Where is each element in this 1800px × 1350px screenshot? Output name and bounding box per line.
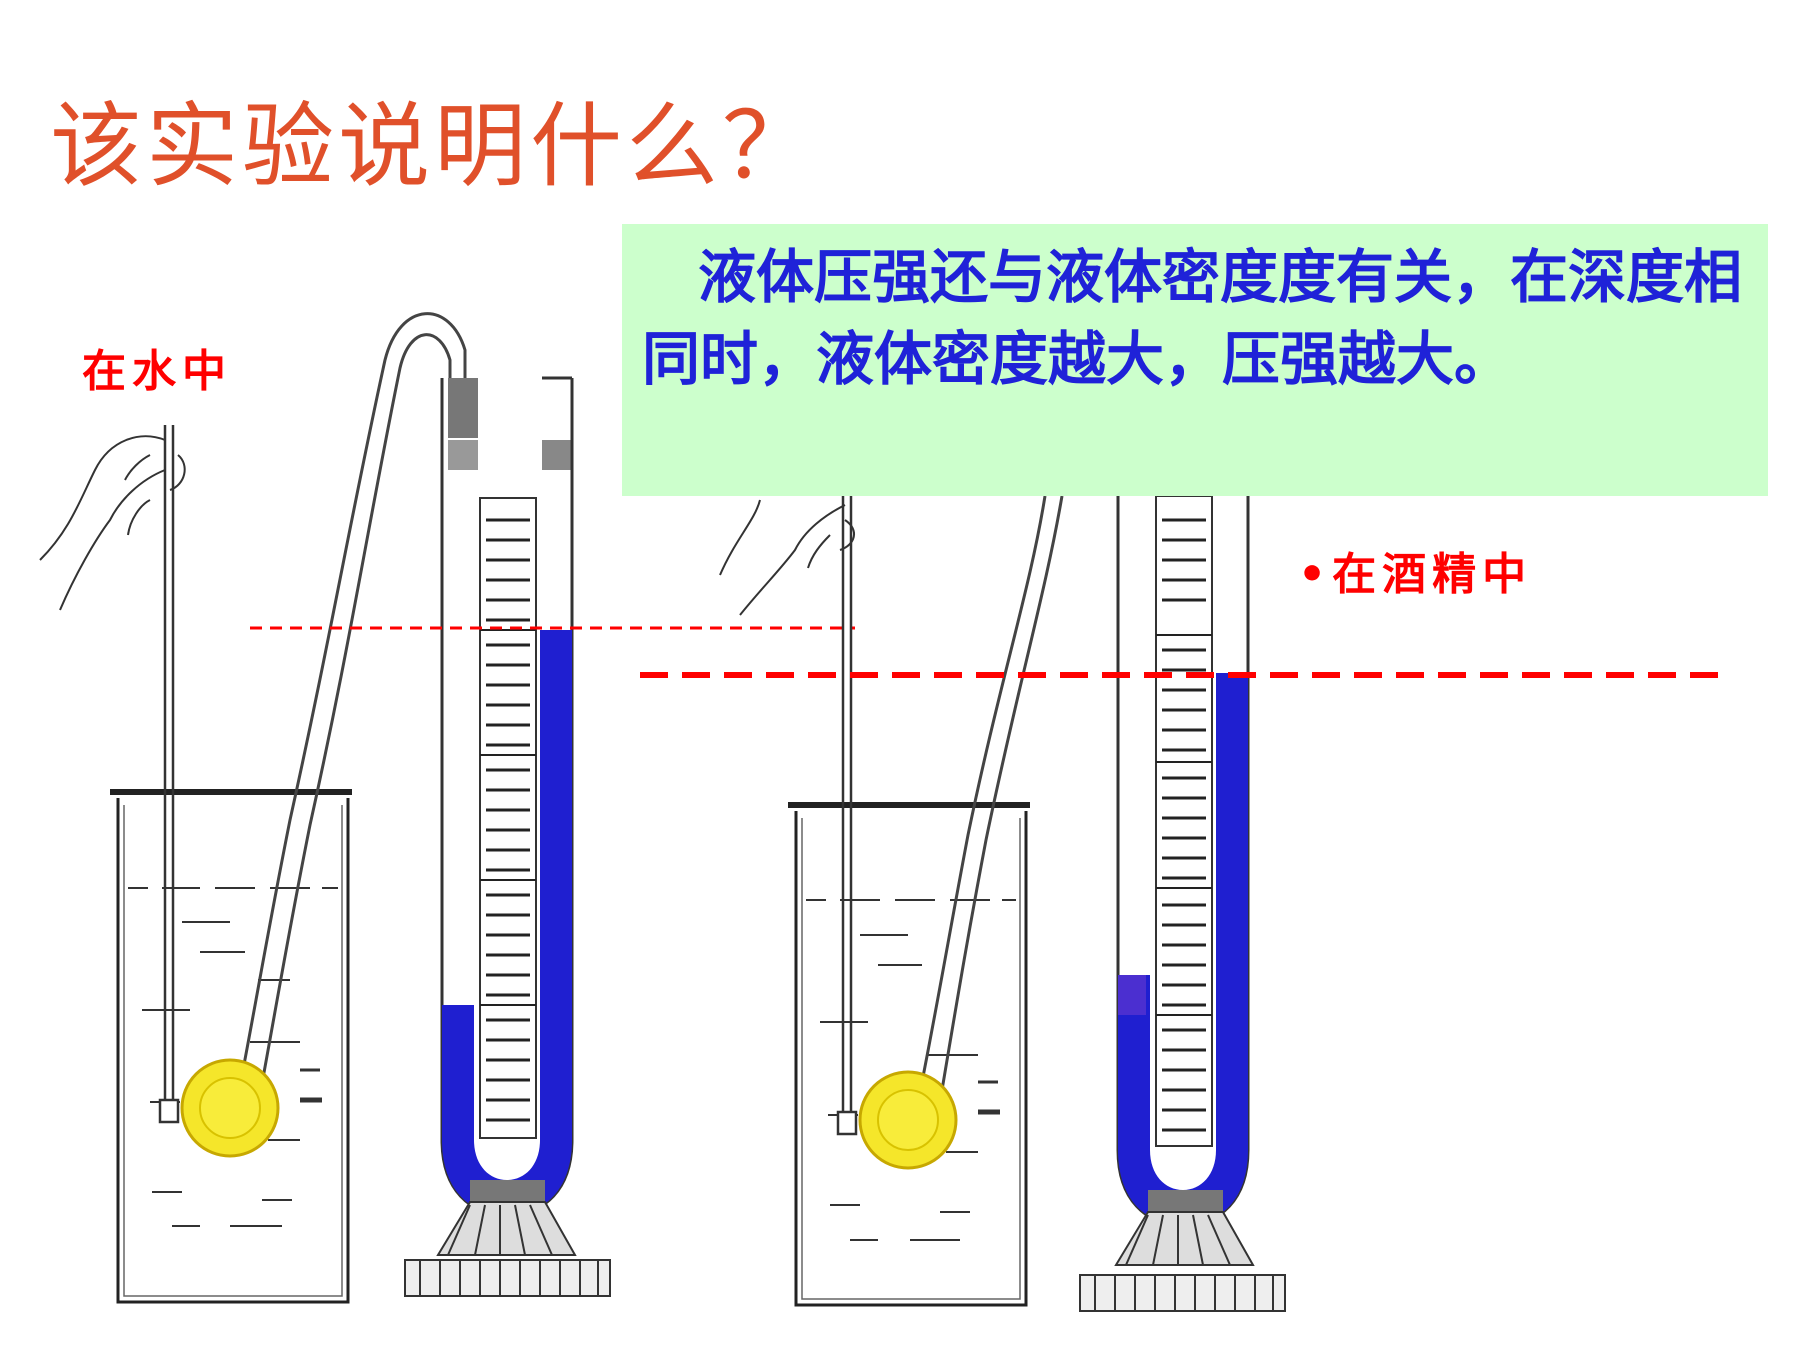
water-apparatus xyxy=(39,312,855,1304)
manometer-left xyxy=(404,376,611,1297)
conclusion-box: 液体压强还与液体密度度有关，在深度相同时，液体密度越大，压强越大。 xyxy=(622,224,1768,496)
water-surface-left xyxy=(128,887,338,1227)
liquid-surface-right xyxy=(806,899,1016,1241)
manometer-right xyxy=(1079,495,1286,1312)
beaker-left xyxy=(110,789,352,1304)
tube-right xyxy=(920,495,1064,1091)
hand-right xyxy=(719,499,855,616)
rod-right xyxy=(836,496,858,1136)
hand-left xyxy=(39,435,186,611)
beaker-right xyxy=(788,802,1030,1307)
label-in-water: 在水中 xyxy=(82,346,232,397)
slide-title: 该实验说明什么？ xyxy=(50,93,819,200)
label-in-alcohol: •在酒精中 xyxy=(1298,549,1533,600)
rod-left xyxy=(158,425,180,1124)
probe-right xyxy=(858,1070,958,1170)
conclusion-text: 液体压强还与液体密度度有关，在深度相同时，液体密度越大，压强越大。 xyxy=(642,243,1743,393)
alcohol-apparatus xyxy=(640,495,1720,1312)
tube-left xyxy=(241,312,467,1079)
probe-left xyxy=(180,1058,280,1158)
